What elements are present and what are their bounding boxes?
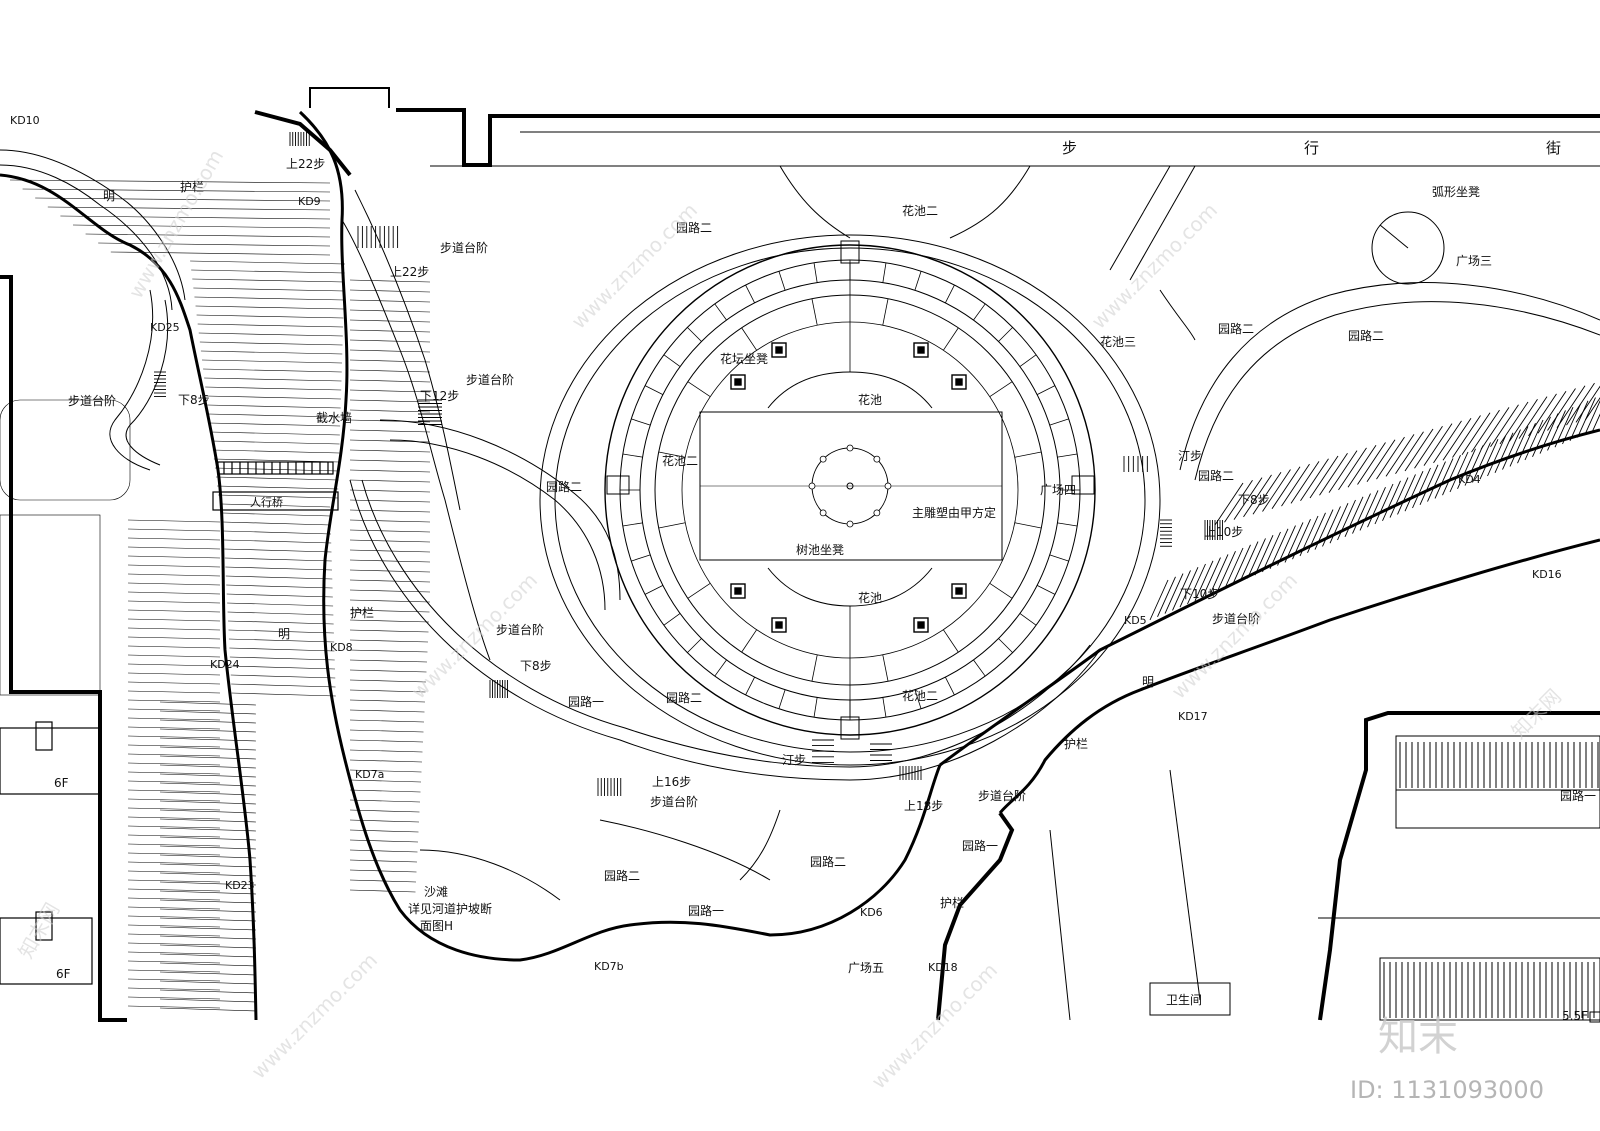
label-sculpture: 主雕塑由甲方定 bbox=[912, 505, 996, 520]
label-kd4: KD4 bbox=[1458, 473, 1481, 486]
label-6f-a: 6F bbox=[54, 776, 69, 790]
plan-labels: 步 行 街 KD10 KD9 KD25 KD24 KD23 KD8 KD7a K… bbox=[10, 114, 1596, 1023]
label-road1-d: 园路一 bbox=[1560, 788, 1596, 803]
label-kd8: KD8 bbox=[330, 641, 353, 654]
label-kd7b: KD7b bbox=[594, 960, 624, 973]
label-road2-f: 园路二 bbox=[604, 868, 640, 883]
label-rail-mid: 护栏 bbox=[350, 605, 374, 620]
label-kd7a: KD7a bbox=[355, 768, 384, 781]
garden-paths bbox=[0, 149, 1600, 1021]
site-boundary bbox=[0, 108, 1600, 1022]
label-up22-left: 上22步 bbox=[390, 265, 429, 279]
label-steps-b: 步道台阶 bbox=[466, 372, 514, 387]
label-steps-d: 步道台阶 bbox=[496, 622, 544, 637]
label-road2-e: 园路二 bbox=[666, 690, 702, 705]
river-hatch-left bbox=[9, 179, 431, 1012]
street-char-2: 行 bbox=[1304, 139, 1319, 157]
label-beach-note-2: 面图H bbox=[420, 919, 453, 933]
label-kd10: KD10 bbox=[10, 114, 40, 127]
building-top bbox=[309, 87, 390, 108]
watermark-cn-1: 知末网 bbox=[14, 899, 65, 963]
label-kd24: KD24 bbox=[210, 658, 240, 671]
central-plaza bbox=[604, 240, 1096, 740]
label-plaza3: 广场三 bbox=[1456, 254, 1492, 268]
label-rail-top: 护栏 bbox=[180, 179, 204, 194]
label-road2-b: 园路二 bbox=[546, 479, 582, 494]
label-down8-left: 下8步 bbox=[178, 393, 210, 407]
label-pool-top: 花池 bbox=[858, 392, 882, 407]
label-plaza5: 广场五 bbox=[848, 961, 884, 975]
label-down8-right: 下8步 bbox=[1238, 493, 1270, 507]
label-flowerpool2-top: 花池二 bbox=[902, 203, 938, 218]
label-flowerpool3: 花池三 bbox=[1100, 334, 1136, 349]
label-road2-g: 园路二 bbox=[810, 854, 846, 869]
label-down10: 下10步 bbox=[1180, 587, 1219, 601]
street-char-1: 步 bbox=[1062, 139, 1077, 157]
label-flowerpool2-bottom: 花池二 bbox=[902, 688, 938, 703]
label-beach-note-1: 详见河道护坡断 bbox=[408, 901, 492, 916]
label-steps-e: 步道台阶 bbox=[1212, 611, 1260, 626]
watermark-id: ID: 1131093000 bbox=[1350, 1076, 1544, 1104]
watermark-site-2: www.znzmo.com bbox=[567, 198, 703, 334]
left-buildings bbox=[0, 399, 131, 985]
label-up16: 上16步 bbox=[652, 775, 691, 789]
label-stepstone-b: 汀步 bbox=[782, 753, 806, 767]
label-weir: 截水墙 bbox=[316, 411, 352, 425]
label-up18: 上18步 bbox=[904, 799, 943, 813]
label-flowerpool2-left: 花池二 bbox=[662, 453, 698, 468]
street-char-3: 街 bbox=[1546, 139, 1561, 157]
label-down12: 下12步 bbox=[420, 389, 459, 403]
label-kd9: KD9 bbox=[298, 195, 321, 208]
label-road1-b: 园路一 bbox=[688, 903, 724, 918]
watermark-brand: 知末 bbox=[1378, 1014, 1458, 1060]
label-up22-top: 上22步 bbox=[286, 157, 325, 171]
label-bench-tree: 树池坐凳 bbox=[796, 542, 844, 557]
label-ming-2: 明 bbox=[278, 627, 290, 641]
label-toilet: 卫生间 bbox=[1166, 993, 1202, 1007]
label-steps-g: 步道台阶 bbox=[978, 788, 1026, 803]
label-kd17: KD17 bbox=[1178, 710, 1208, 723]
label-steps-a: 步道台阶 bbox=[440, 240, 488, 255]
watermark-site-3: www.znzmo.com bbox=[1087, 198, 1223, 334]
label-arc-bench: 弧形坐凳 bbox=[1432, 184, 1480, 199]
pedestrian-bridge bbox=[212, 461, 339, 511]
arc-bench-plaza bbox=[1371, 211, 1445, 285]
label-stepstone-a: 汀步 bbox=[1178, 449, 1202, 463]
watermark-site-7: www.znzmo.com bbox=[247, 948, 383, 1084]
label-beach: 沙滩 bbox=[424, 885, 448, 899]
label-kd25: KD25 bbox=[150, 321, 180, 334]
label-plaza4: 广场四 bbox=[1040, 483, 1076, 497]
label-kd23: KD23 bbox=[225, 879, 255, 892]
label-road2-c: 园路二 bbox=[1218, 321, 1254, 336]
label-kd18: KD18 bbox=[928, 961, 958, 974]
stair-hatches bbox=[154, 132, 1600, 796]
label-up10: 上10步 bbox=[1204, 525, 1243, 539]
watermark-site-6: www.znzmo.com bbox=[867, 958, 1003, 1094]
pedestrian-street bbox=[430, 131, 1600, 167]
label-road1-c: 园路一 bbox=[962, 838, 998, 853]
label-road2-d: 园路二 bbox=[1198, 468, 1234, 483]
label-6f-b: 6F bbox=[56, 967, 71, 981]
label-steps-c: 步道台阶 bbox=[68, 393, 116, 408]
label-ming-1: 明 bbox=[103, 189, 115, 203]
label-bridge: 人行桥 bbox=[250, 496, 283, 509]
label-5-5f: 5.5F bbox=[1562, 1009, 1588, 1023]
label-kd6: KD6 bbox=[860, 906, 883, 919]
label-kd16: KD16 bbox=[1532, 568, 1562, 581]
label-road1-a: 园路一 bbox=[568, 694, 604, 709]
label-kd5: KD5 bbox=[1124, 614, 1147, 627]
label-pool-bottom: 花池 bbox=[858, 590, 882, 605]
label-rail-right: 护栏 bbox=[1064, 736, 1088, 751]
label-steps-f: 步道台阶 bbox=[650, 794, 698, 809]
label-bench-flower: 花坛坐凳 bbox=[720, 351, 768, 366]
label-ming-3: 明 bbox=[1142, 675, 1154, 689]
label-road2-a: 园路二 bbox=[676, 220, 712, 235]
label-road2-h: 园路二 bbox=[1348, 328, 1384, 343]
label-rail-bottom: 护栏 bbox=[940, 895, 964, 910]
right-buildings bbox=[1149, 735, 1600, 1023]
watermark-site-1: www.znzmo.com bbox=[124, 145, 229, 302]
label-down8-mid: 下8步 bbox=[520, 659, 552, 673]
